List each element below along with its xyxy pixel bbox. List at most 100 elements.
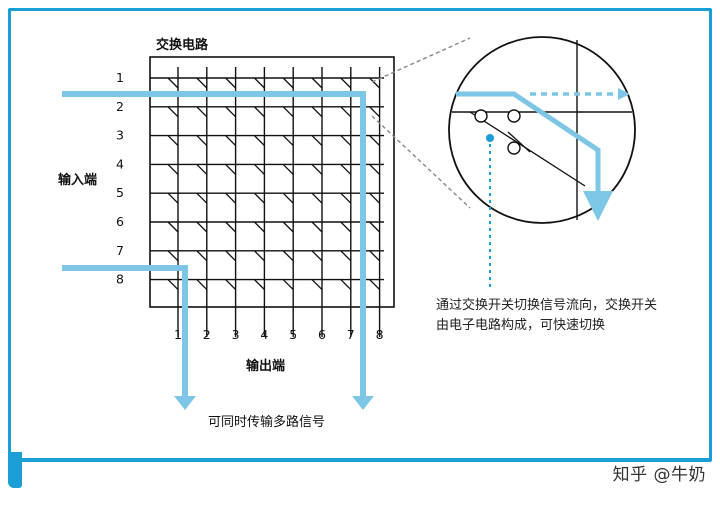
output-number: 4 [260,327,268,342]
input-number: 4 [116,156,124,171]
switch-tick [369,77,381,89]
zoom-signal-path [456,91,613,221]
switch-tick [253,221,265,233]
switch-contact-left [474,109,488,123]
signal-path-2 [62,265,188,396]
diagram-frame [8,8,712,462]
zoom-detail [448,36,636,224]
zoom-signal-dotted-arrow [618,88,630,100]
switch-tick [196,250,208,262]
switch-contact-right [507,109,521,123]
input-label: 输入端 [58,172,97,188]
switch-tick [167,106,179,118]
switch-tick [340,192,352,204]
switch-tick [196,135,208,147]
switch-tick [340,163,352,175]
switch-tick [340,221,352,233]
watermark: 知乎 @牛奶 [612,465,706,485]
input-number: 8 [116,272,124,287]
switch-tick [253,192,265,204]
input-number: 6 [116,214,124,229]
switch-tick [167,279,179,291]
switch-dot [486,134,494,142]
switch-tick [196,106,208,118]
switch-tick [253,279,265,291]
switch-tick [311,279,323,291]
switch-tick [167,192,179,204]
switch-tick [196,163,208,175]
zoom-line-bottom [371,115,471,209]
switch-tick [225,135,237,147]
input-number: 3 [116,128,124,143]
switch-tick [282,77,294,89]
input-numbers: 1 2 3 4 5 6 7 8 [116,70,124,287]
output-number: 3 [232,327,240,342]
switch-tick [311,192,323,204]
switch-lever [507,131,531,153]
signal-arrow-1 [352,396,374,410]
output-number: 8 [376,327,384,342]
switch-tick [253,163,265,175]
switch-tick [369,163,381,175]
switch-tick [225,163,237,175]
crossbar-frame [149,56,395,308]
switch-tick [225,106,237,118]
switch-tick [311,106,323,118]
switch-tick [196,192,208,204]
switch-tick [311,250,323,262]
switch-tick [225,77,237,89]
switch-tick [282,135,294,147]
switch-tick [369,192,381,204]
switch-tick [225,279,237,291]
switch-tick [311,221,323,233]
switch-tick [196,279,208,291]
input-number: 5 [116,185,124,200]
output-label: 输出端 [246,358,285,374]
switch-tick [253,106,265,118]
switch-tick [167,250,179,262]
switch-tick [282,279,294,291]
switch-tick [282,221,294,233]
switch-tick [282,106,294,118]
output-number: 5 [289,327,297,342]
output-number: 1 [174,327,182,342]
switch-tick [196,77,208,89]
switch-tick [253,77,265,89]
switch-tick [340,279,352,291]
zoom-circle [448,36,636,224]
switch-tick [167,77,179,89]
signal-arrow-2 [174,396,196,410]
switch-tick [369,279,381,291]
switch-tick [196,221,208,233]
switch-tick [225,250,237,262]
switch-tick [225,192,237,204]
switch-tick [311,77,323,89]
signal-path-1 [62,91,366,396]
input-number: 7 [116,243,124,258]
output-number: 6 [318,327,326,342]
frame-corner-tab [8,452,22,488]
output-number: 7 [347,327,355,342]
diagram-title: 交换电路 [156,37,209,53]
switch-tick [340,250,352,262]
zoom-line-top [371,37,471,83]
bottom-caption: 可同时传输多路信号 [208,414,325,430]
crossbar-grid [150,67,384,337]
switch-tick [253,250,265,262]
switch-tick [340,135,352,147]
switch-tick [369,250,381,262]
switch-tick [369,106,381,118]
switch-tick [340,77,352,89]
switch-tick [282,163,294,175]
input-number: 1 [116,70,124,85]
output-number: 2 [203,327,211,342]
switch-tick [167,163,179,175]
switch-tick [369,135,381,147]
switch-tick [225,221,237,233]
switch-tick [340,106,352,118]
switch-note: 通过交换开关切换信号流向，交换开关由电子电路构成，可快速切换 [436,298,658,333]
switch-tick [167,221,179,233]
input-number: 2 [116,99,124,114]
switch-tick [369,221,381,233]
